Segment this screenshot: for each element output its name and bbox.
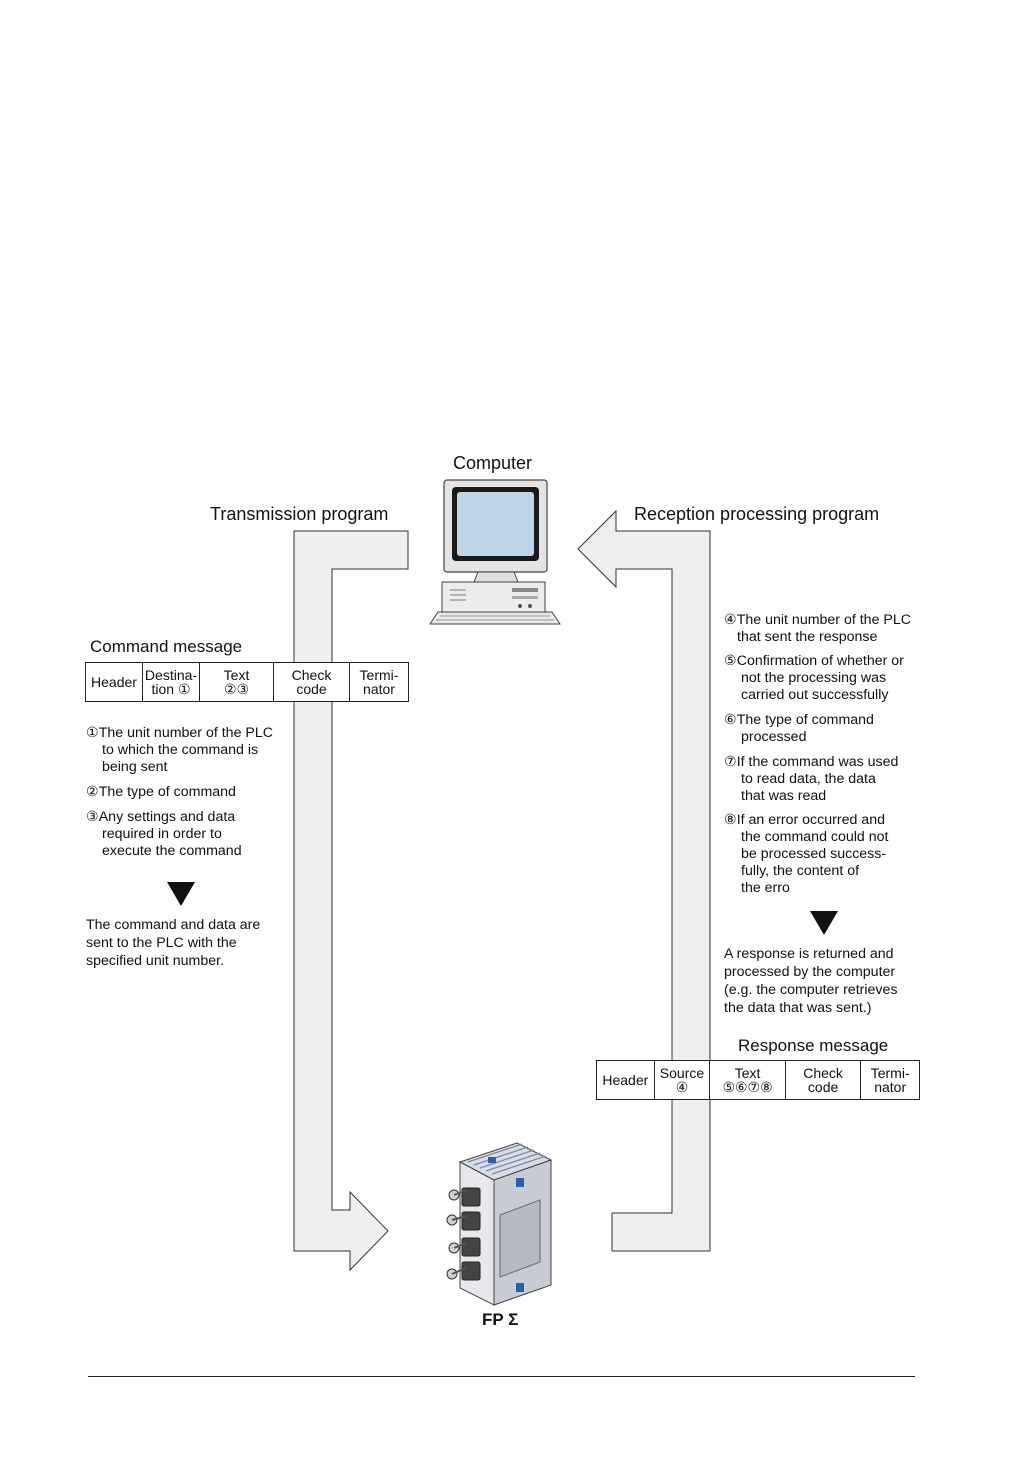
transmission-arrow [293, 530, 409, 1272]
field-line: Termi- [870, 1064, 910, 1081]
note-line: be processed success- [741, 846, 887, 862]
field-line: Source [659, 1064, 705, 1081]
note-line: (e.g. the computer retrieves [724, 982, 898, 998]
response-note-4: ④The unit number of the PLC that sent th… [724, 612, 911, 646]
field-line: ④ [675, 1079, 689, 1095]
field-line: Text [223, 666, 250, 683]
note-line: not the processing was [741, 670, 887, 686]
note-line: ④The unit number of the PLC [724, 612, 912, 628]
note-line: the data that was sent.) [724, 1000, 872, 1016]
note-line: ⑦If the command was used [724, 754, 899, 770]
note-line: the erro [741, 880, 790, 896]
note-line: sent to the PLC with the [86, 935, 237, 951]
note-line: ⑧If an error occurred and [724, 812, 885, 828]
field-line: nator [874, 1079, 907, 1095]
note-line: processed [741, 729, 807, 745]
transmission-program-label: Transmission program [210, 504, 389, 524]
field-line: ②③ [223, 681, 250, 697]
note-line: to read data, the data [741, 771, 876, 787]
response-field-header: Header [597, 1061, 655, 1099]
field-line: tion ① [151, 681, 191, 697]
note-line: to which the command is [102, 742, 259, 758]
footer-rule [88, 1376, 915, 1377]
note-line: carried out successfully [741, 687, 889, 703]
response-message-title: Response message [738, 1036, 889, 1055]
response-field-terminator: Termi- nator [861, 1061, 919, 1099]
field-line: Header [91, 673, 137, 690]
response-note-6: ⑥The type of command processed [724, 712, 874, 746]
note-line: fully, the content of [741, 863, 860, 879]
response-note-8: ⑧If an error occurred and the command co… [724, 812, 888, 897]
note-line: ⑥The type of command [724, 712, 874, 728]
response-result: A response is returned and processed by … [724, 945, 897, 1017]
command-down-arrow-icon [167, 882, 195, 906]
command-field-destination: Destina- tion ① [143, 663, 200, 701]
field-line: code [296, 681, 327, 697]
response-note-7: ⑦If the command was used to read data, t… [724, 754, 898, 805]
response-field-text: Text ⑤⑥⑦⑧ [710, 1061, 786, 1099]
note-line: that was read [741, 788, 827, 804]
note-line: ①The unit number of the PLC [86, 725, 274, 741]
response-field-check-code: Check code [786, 1061, 862, 1099]
note-line: specified unit number. [86, 953, 225, 969]
command-note-2: ②The type of command [86, 784, 236, 801]
plc-label: FP Σ [482, 1310, 519, 1329]
field-line: Check [803, 1064, 843, 1081]
note-line: ②The type of command [86, 784, 236, 800]
command-field-header: Header [86, 663, 143, 701]
field-line: nator [363, 681, 395, 697]
note-line: A response is returned and [724, 946, 894, 962]
note-line: being sent [102, 759, 168, 775]
field-line: Check [291, 666, 332, 683]
command-note-3: ③Any settings and data required in order… [86, 809, 242, 860]
reception-program-label: Reception processing program [634, 504, 880, 524]
response-down-arrow-icon [810, 911, 838, 935]
note-line: that sent the response [737, 629, 878, 645]
field-line: code [807, 1079, 839, 1095]
field-line: Text [734, 1064, 761, 1081]
command-message-box: Header Destina- tion ① Text ②③ Check cod… [85, 662, 409, 702]
note-line: ⑤Confirmation of whether or [724, 653, 904, 669]
command-note-1: ①The unit number of the PLC to which the… [86, 725, 273, 776]
note-line: required in order to [102, 826, 222, 842]
command-field-text: Text ②③ [200, 663, 274, 701]
response-field-source: Source ④ [655, 1061, 711, 1099]
note-line: ③Any settings and data [86, 809, 236, 825]
response-message-box: Header Source ④ Text ⑤⑥⑦⑧ Check code Ter… [596, 1060, 920, 1100]
note-line: processed by the computer [724, 964, 896, 980]
note-line: execute the command [102, 843, 242, 859]
field-line: ⑤⑥⑦⑧ [722, 1079, 773, 1095]
response-note-5: ⑤Confirmation of whether or not the proc… [724, 653, 904, 704]
command-result: The command and data are sent to the PLC… [86, 916, 260, 970]
command-message-title: Command message [90, 637, 243, 656]
note-line: the command could not [741, 829, 889, 845]
computer-label: Computer [453, 453, 533, 473]
field-line: Header [602, 1071, 649, 1088]
field-line: Termi- [359, 666, 399, 683]
command-field-check-code: Check code [274, 663, 350, 701]
command-field-terminator: Termi- nator [350, 663, 408, 701]
note-line: The command and data are [86, 917, 261, 933]
field-line: Destina- [144, 666, 198, 683]
